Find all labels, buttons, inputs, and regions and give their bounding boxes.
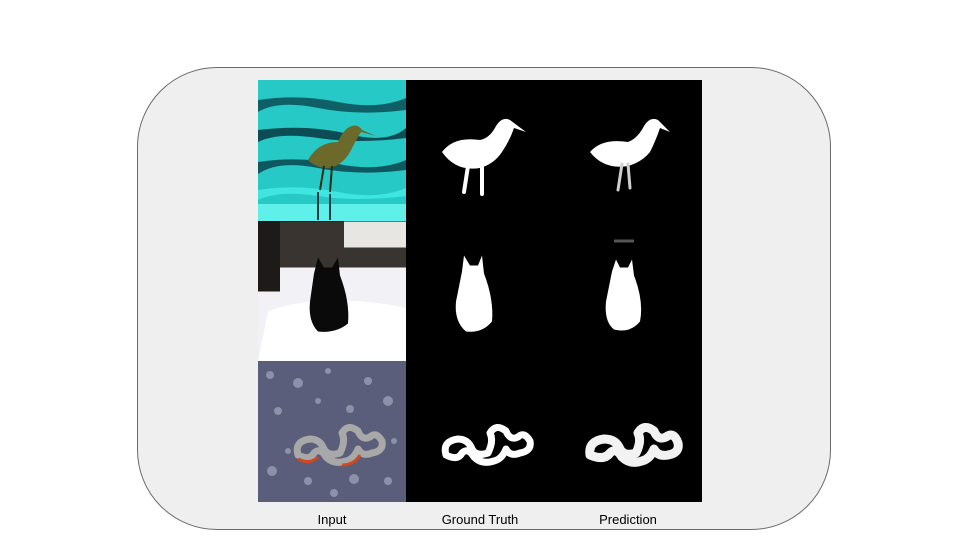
caption-ground-truth: Ground Truth — [441, 512, 519, 527]
ground-truth-mask-cat — [406, 221, 554, 361]
caption-prediction: Prediction — [599, 512, 657, 527]
input-image-snake — [258, 361, 406, 502]
input-image-bird — [258, 80, 406, 221]
ground-truth-mask-bird — [406, 80, 554, 221]
segmentation-grid — [258, 80, 702, 502]
prediction-mask-cat — [554, 221, 702, 361]
input-image-cat — [258, 221, 406, 361]
column-captions: Input Ground Truth Prediction — [258, 512, 702, 530]
ground-truth-mask-snake — [406, 361, 554, 502]
prediction-mask-bird — [554, 80, 702, 221]
prediction-mask-snake — [554, 361, 702, 502]
caption-input: Input — [317, 512, 347, 527]
